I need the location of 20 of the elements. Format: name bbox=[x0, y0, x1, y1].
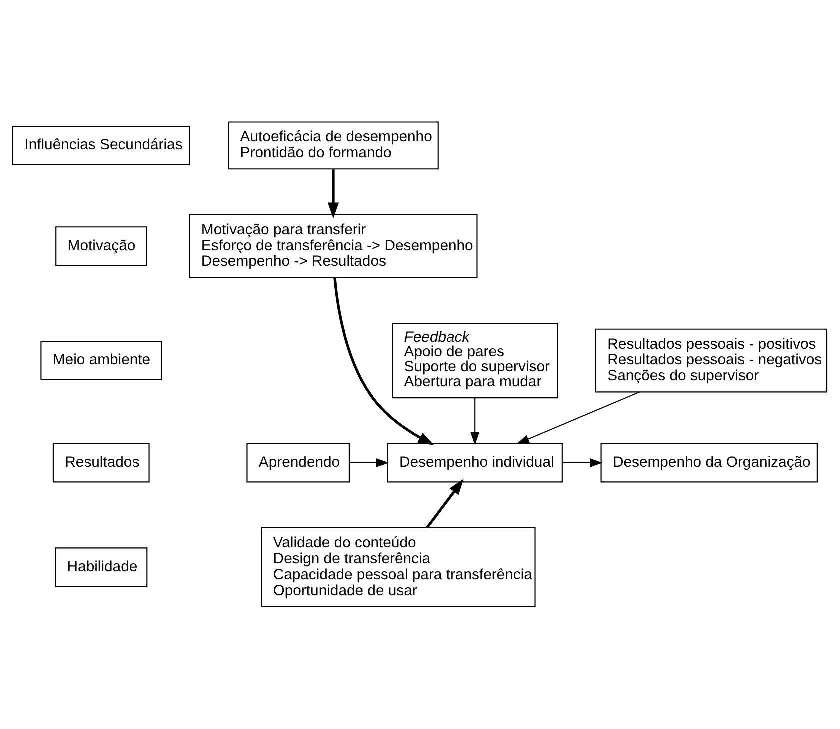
arrow bbox=[426, 479, 464, 529]
node-box: Motivação para transferir Esforço de transferência -> Desempenho Desempenho -> Resultados bbox=[189, 214, 478, 278]
arrow bbox=[562, 458, 603, 468]
node-box: Validade do conteúdo Design de transferência Capacidade pessoal para transferência Oportunidade de usar bbox=[261, 527, 536, 608]
node-box: Feedback Apoio de pares Suporte do supervisor Abertura para mudar bbox=[392, 322, 558, 399]
arrow bbox=[328, 170, 340, 219]
node-box: Resultados pessoais - positivos Resultados pessoais - negativos Sanções do supervisor bbox=[595, 328, 828, 393]
node-box: Influências Secundárias bbox=[12, 126, 190, 166]
node-box: Habilidade bbox=[55, 548, 148, 588]
node-box: Aprendendo bbox=[246, 443, 350, 483]
node-box: Autoeficácia de desempenho Prontidão do formando bbox=[228, 122, 439, 170]
arrow bbox=[470, 398, 480, 446]
arrow bbox=[334, 278, 434, 446]
node-box: Resultados bbox=[52, 443, 150, 483]
node-box: Desempenho individual bbox=[387, 443, 563, 483]
node-box: Meio ambiente bbox=[40, 341, 162, 380]
node-box: Motivação bbox=[56, 226, 148, 266]
node-box: Desempenho da Organização bbox=[600, 443, 818, 483]
arrow bbox=[350, 458, 390, 468]
arrow bbox=[516, 392, 640, 444]
